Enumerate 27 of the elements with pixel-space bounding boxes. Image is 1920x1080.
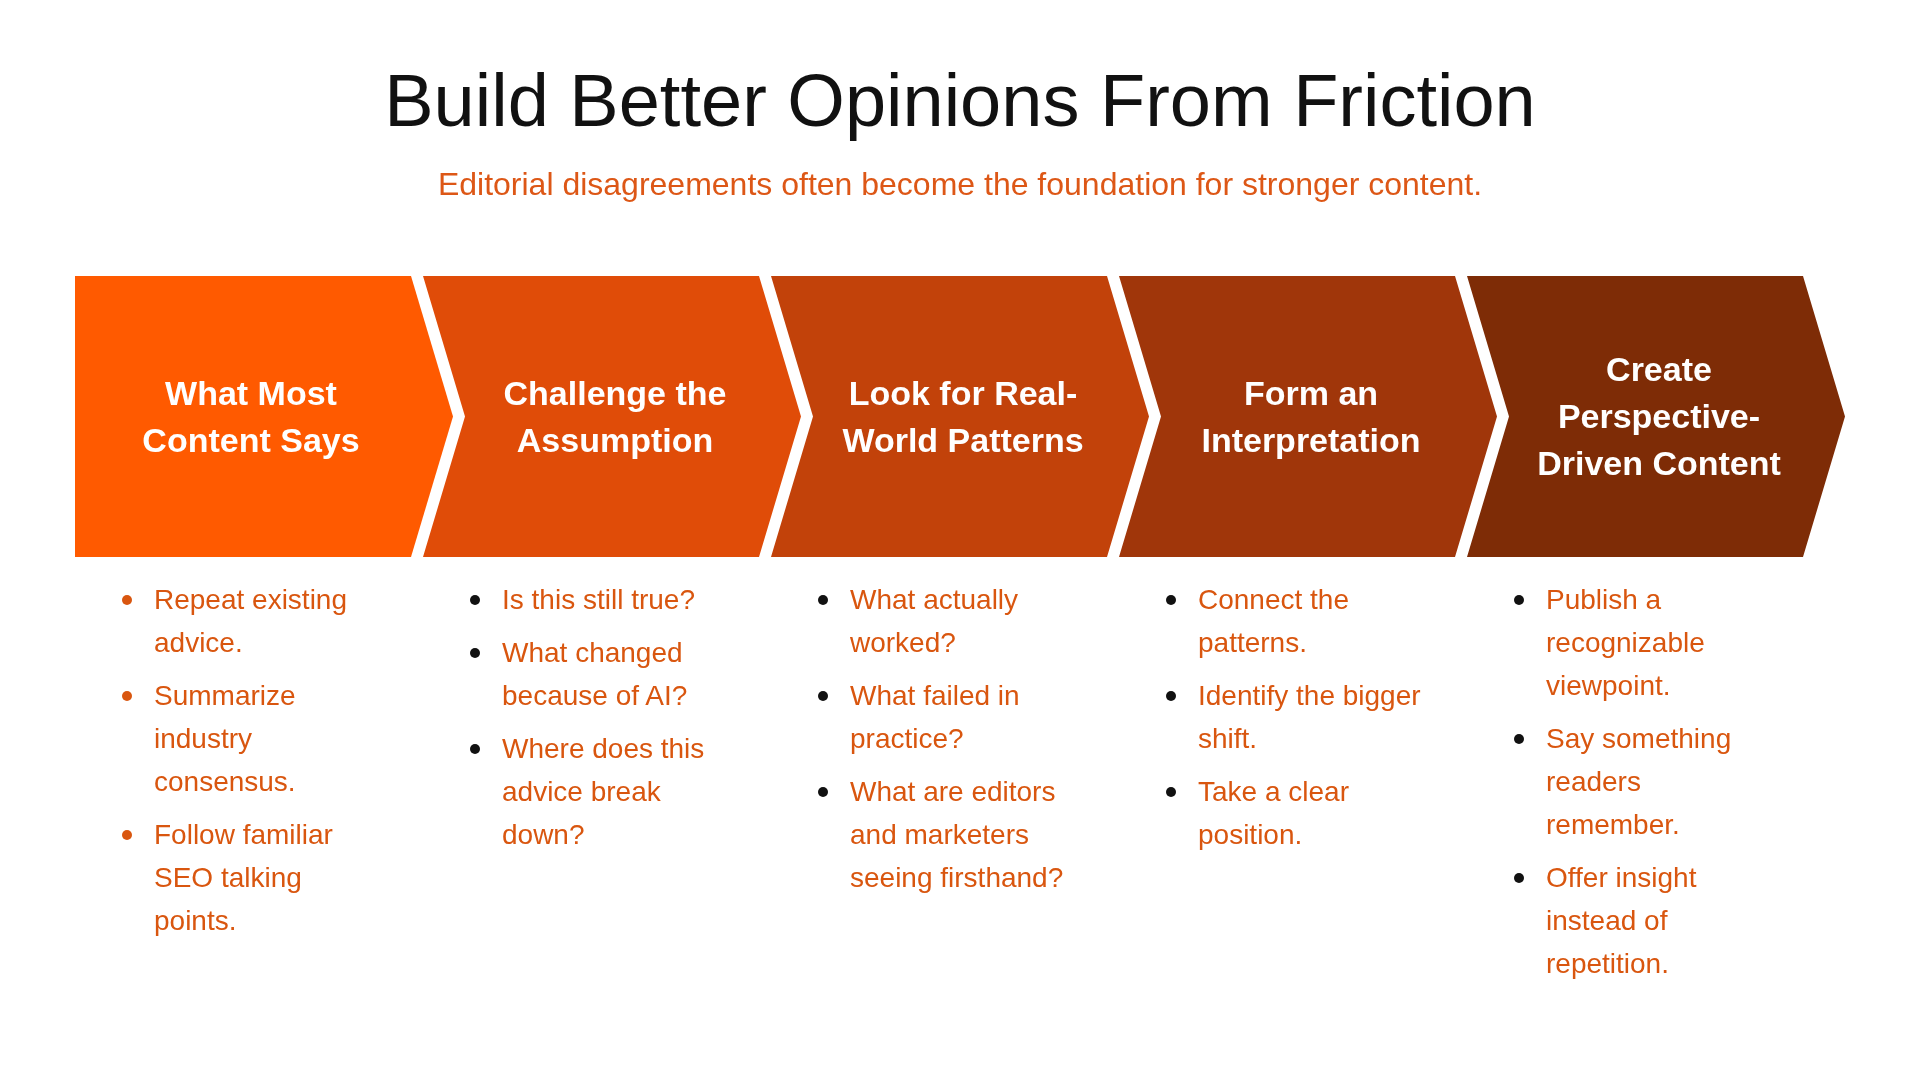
bullet-item: Publish a recognizable viewpoint. xyxy=(1546,584,1705,701)
chevron-step xyxy=(1119,276,1497,557)
title: Build Better Opinions From Friction xyxy=(383,58,1537,143)
step-title: Form an Interpretation xyxy=(1200,372,1422,461)
subtitle: Editorial disagreements often become the foundation for stronger content. xyxy=(436,166,1484,203)
bullet-item: Where does this advice break down? xyxy=(502,733,705,850)
step-title: What Most Content Says xyxy=(141,372,361,461)
bullet-item: What failed in practice? xyxy=(850,680,1020,754)
step-title: Challenge the Assumption xyxy=(502,372,728,461)
bullet-item: Say something readers remember. xyxy=(1546,723,1732,840)
bullet-item: Connect the patterns. xyxy=(1198,584,1349,658)
chevron-step xyxy=(771,276,1149,557)
bullet-item: What actually worked? xyxy=(850,584,1019,658)
bullet-item: Repeat existing advice. xyxy=(154,584,347,658)
bullet-item: Is this still true? xyxy=(502,584,695,615)
step-title: Create Perspective-Driven Content xyxy=(1536,349,1782,484)
bullet-item: Follow familiar SEO talking points. xyxy=(154,819,333,936)
bullet-item: Offer insight instead of repetition. xyxy=(1546,862,1697,979)
bullet-item: Take a clear position. xyxy=(1198,776,1349,850)
chevron-step xyxy=(75,276,453,557)
chevron-step xyxy=(1467,276,1845,557)
chevron-step xyxy=(423,276,801,557)
bullet-item: Summarize industry consensus. xyxy=(154,680,296,797)
bullet-item: What changed because of AI? xyxy=(502,637,688,711)
bullet-item: What are editors and marketers seeing firsthand? xyxy=(850,776,1064,893)
step-title: Look for Real-World Patterns xyxy=(841,372,1085,461)
bullet-item: Identify the bigger shift. xyxy=(1198,680,1421,754)
